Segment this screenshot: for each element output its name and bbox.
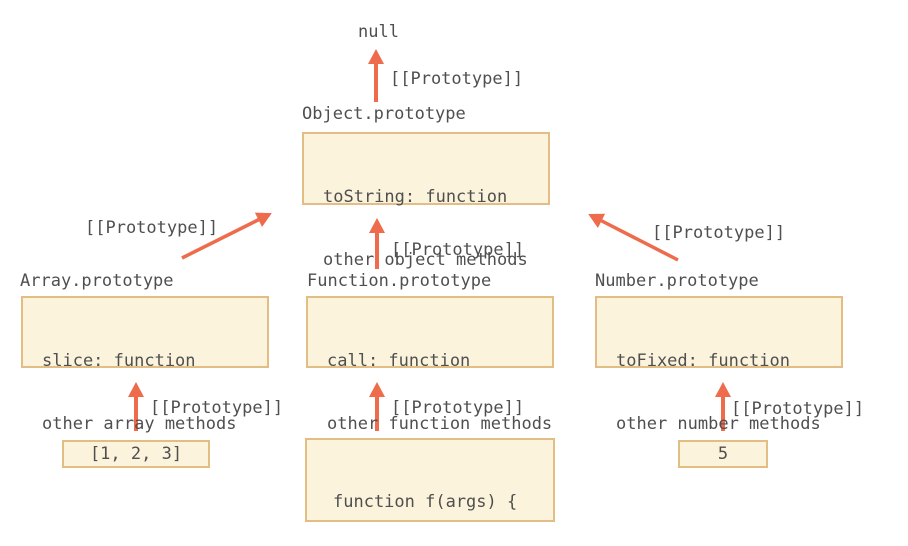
code-line: function f(args) { [333,492,518,512]
prototype-label-array-instance-link: [[Prototype]] [150,398,284,418]
box-line: other number methods [616,414,821,434]
box-line: toFixed: function [616,351,790,371]
function-prototype-title: Function.prototype [307,271,492,291]
function-prototype-box: call: function other function methods [306,296,554,434]
number-prototype-box: toFixed: function other number methods [595,296,843,434]
object-prototype-title: Object.prototype [302,104,466,124]
object-prototype-box: toString: function other object methods [302,132,550,270]
null-label: null [358,22,399,42]
array-prototype-box: slice: function other array methods [21,296,269,434]
prototype-label-function-link: [[Prototype]] [391,240,525,260]
array-instance-value: [1, 2, 3] [89,444,183,464]
box-line: other object methods [323,250,528,270]
box-line: toString: function [323,187,508,207]
prototype-label-number-link: [[Prototype]] [652,223,786,243]
prototype-label-function-instance-link: [[Prototype]] [391,398,525,418]
box-line: other array methods [42,414,237,434]
number-instance-value: 5 [717,444,729,464]
box-line: slice: function [42,351,196,371]
prototype-label-null-link: [[Prototype]] [390,69,524,89]
prototype-label-number-instance-link: [[Prototype]] [731,399,865,419]
function-instance-box: function f(args) { ... } [305,438,555,522]
number-instance-box: 5 [678,440,768,468]
box-line: call: function [327,351,471,371]
prototype-label-array-link: [[Prototype]] [85,218,219,238]
array-instance-box: [1, 2, 3] [62,440,210,468]
array-prototype-title: Array.prototype [20,271,174,291]
box-line: other function methods [327,414,553,434]
number-prototype-title: Number.prototype [595,271,759,291]
